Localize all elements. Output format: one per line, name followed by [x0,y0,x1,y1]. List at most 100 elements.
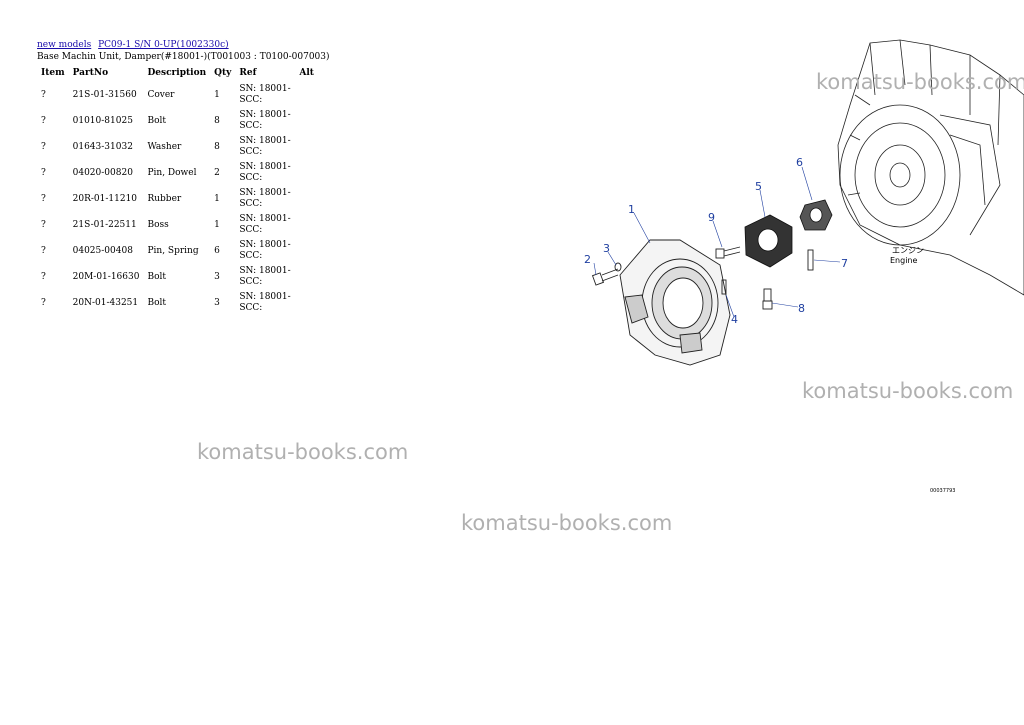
engine-label: エンジン Engine [890,246,924,265]
breadcrumb-link-new-models[interactable]: new models [37,40,92,50]
cell-partno: 01010-81025 [72,116,133,126]
ref-scc: SCC: [239,251,263,261]
engine-label-jp: エンジン [892,246,924,255]
cell-description: Bolt [147,298,166,308]
callout-4: 4 [731,313,738,326]
breadcrumb-link-model[interactable]: PC09-1 S/N 0-UP(1002330c) [98,40,229,50]
bolt-washer-drawing [591,262,622,286]
cell-ref: SN: 18001-SCC: [235,134,295,160]
watermark: komatsu-books.com [802,379,1014,403]
ref-sn: SN: 18001- [239,292,291,302]
cell-alt [295,108,318,134]
engine-drawing [837,39,1024,296]
ref-scc: SCC: [239,199,263,209]
cell-item: ? [41,298,46,308]
cell-ref: SN: 18001-SCC: [235,212,295,238]
cell-item: ? [41,142,46,152]
cell-partno: 20M-01-16630 [72,272,140,282]
header-ref: Ref [239,68,257,78]
watermark: komatsu-books.com [816,70,1024,94]
header-qty: Qty [214,68,232,78]
page-subtitle: Base Machin Unit, Damper(#18001-)(T00100… [37,52,330,62]
cell-description: Cover [147,90,175,100]
cell-description: Bolt [147,116,166,126]
cell-alt [295,82,318,108]
callout-9: 9 [708,211,715,224]
cell-alt [295,186,318,212]
cell-description: Pin, Spring [147,246,199,256]
ref-sn: SN: 18001- [239,266,291,276]
cell-partno: 21S-01-31560 [72,90,137,100]
spring-pin-drawing [807,249,814,271]
ref-sn: SN: 18001- [239,84,291,94]
cell-description: Rubber [147,194,182,204]
part-cover-drawing [619,239,731,366]
cell-partno: 01643-31032 [72,142,133,152]
cell-alt [295,134,318,160]
cell-partno: 04020-00820 [72,168,133,178]
rubber-coupling-drawing [744,214,793,268]
cell-qty: 1 [214,90,220,100]
cell-qty: 6 [214,246,220,256]
cell-item: ? [41,272,46,282]
ref-scc: SCC: [239,173,263,183]
callout-5: 5 [755,180,762,193]
table-row: ? 01643-31032 Washer 8 SN: 18001-SCC: [37,134,318,160]
ref-scc: SCC: [239,277,263,287]
ref-sn: SN: 18001- [239,214,291,224]
cell-description: Bolt [147,272,166,282]
header-alt: Alt [299,68,314,78]
cell-ref: SN: 18001-SCC: [235,290,295,316]
cell-qty: 8 [214,116,220,126]
callout-2: 2 [584,253,591,266]
callout-7: 7 [841,257,848,270]
dowel-pin-drawing [721,279,727,295]
table-row: ? 21S-01-22511 Boss 1 SN: 18001-SCC: [37,212,318,238]
cell-qty: 8 [214,142,220,152]
cell-qty: 2 [214,168,220,178]
cell-item: ? [41,220,46,230]
cell-ref: SN: 18001-SCC: [235,238,295,264]
cell-qty: 1 [214,194,220,204]
bolt-9-drawing [715,246,741,259]
figure-number: 00037793 [930,488,956,494]
cell-ref: SN: 18001-SCC: [235,160,295,186]
cell-partno: 20R-01-11210 [72,194,138,204]
cell-qty: 3 [214,272,220,282]
cell-ref: SN: 18001-SCC: [235,186,295,212]
watermark: komatsu-books.com [461,511,673,535]
leader-lines [593,166,841,318]
cell-description: Washer [147,142,182,152]
ref-sn: SN: 18001- [239,188,291,198]
callout-3: 3 [603,242,610,255]
ref-scc: SCC: [239,95,263,105]
cell-alt [295,264,318,290]
ref-sn: SN: 18001- [239,162,291,172]
table-row: ? 04020-00820 Pin, Dowel 2 SN: 18001-SCC: [37,160,318,186]
ref-sn: SN: 18001- [239,240,291,250]
header-description: Description [147,68,207,78]
cell-item: ? [41,168,46,178]
ref-scc: SCC: [239,303,263,313]
cell-qty: 1 [214,220,220,230]
cell-alt [295,290,318,316]
breadcrumb: new models PC09-1 S/N 0-UP(1002330c) [37,40,233,50]
cell-ref: SN: 18001-SCC: [235,108,295,134]
cell-ref: SN: 18001-SCC: [235,264,295,290]
cell-partno: 20N-01-43251 [72,298,139,308]
cell-partno: 04025-00408 [72,246,133,256]
cell-description: Pin, Dowel [147,168,197,178]
cell-description: Boss [147,220,169,230]
cell-alt [295,160,318,186]
ref-scc: SCC: [239,225,263,235]
cell-partno: 21S-01-22511 [72,220,137,230]
boss-drawing [799,199,833,231]
bolt-8-drawing [762,288,773,310]
parts-table: Item PartNo Description Qty Ref Alt ?21S… [37,64,318,316]
watermark: komatsu-books.com [197,440,409,464]
